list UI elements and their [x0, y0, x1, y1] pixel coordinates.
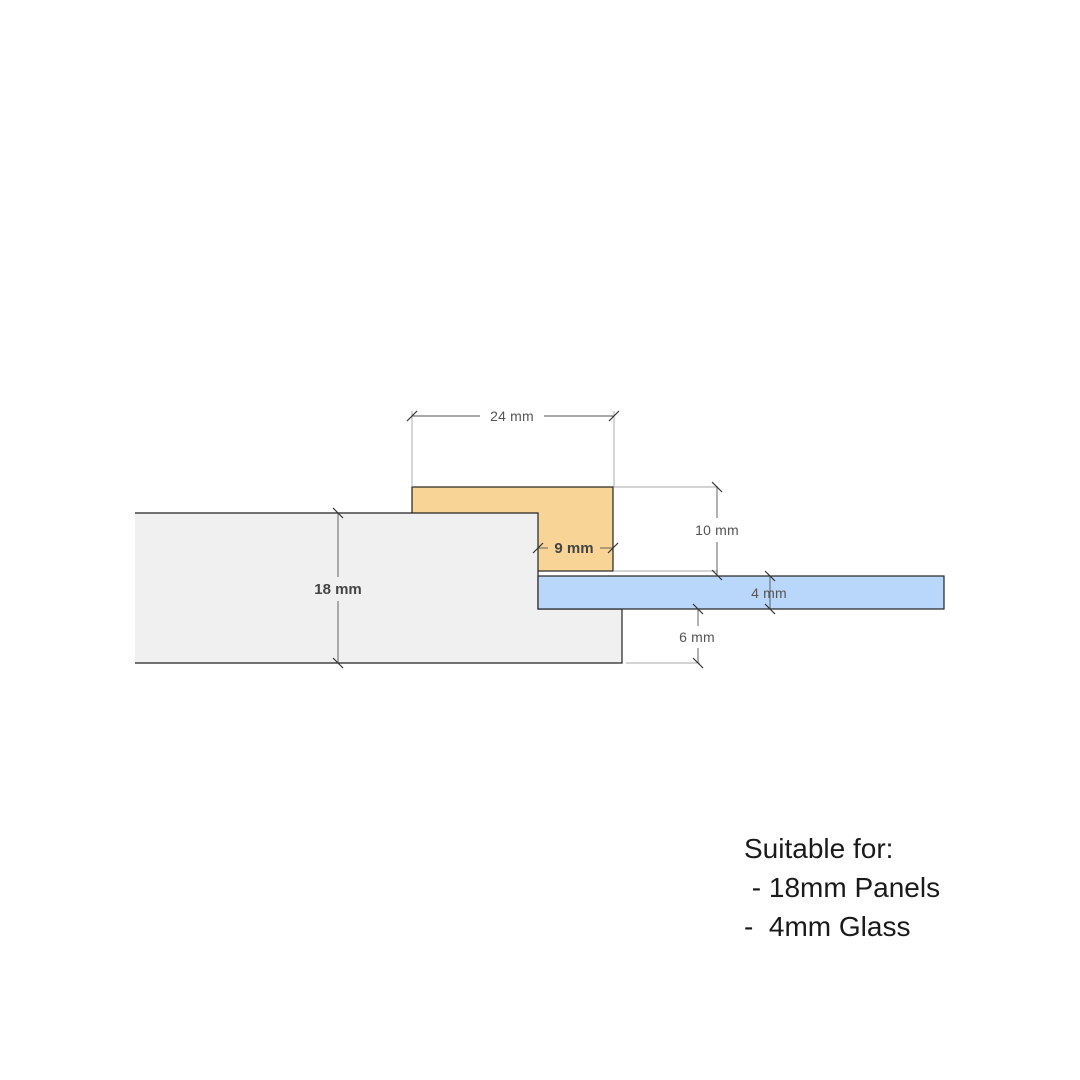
dimension-label: 6 mm [679, 629, 715, 645]
dimension-9mm: 9 mm [532, 540, 619, 557]
suitability-notes: Suitable for: - 18mm Panels - 4mm Glass [744, 829, 1064, 946]
glass-4mm [537, 575, 945, 610]
dimension-label: 10 mm [695, 522, 739, 538]
dimension-label: 24 mm [490, 408, 534, 424]
dimension-6mm: 6 mm [626, 603, 715, 669]
dimension-label: 18 mm [314, 581, 362, 598]
notes-item-panels: - 18mm Panels [744, 872, 941, 903]
dimension-label: 4 mm [751, 585, 787, 601]
notes-item-glass: - 4mm Glass [744, 911, 911, 942]
dimension-10mm: 10 mm [614, 481, 739, 581]
dimension-18mm: 18 mm [314, 507, 362, 669]
dimension-label: 9 mm [554, 540, 593, 557]
notes-heading: Suitable for: [744, 833, 894, 864]
dimension-24mm: 24 mm [406, 408, 620, 487]
dimension-4mm: 4 mm [751, 570, 787, 615]
